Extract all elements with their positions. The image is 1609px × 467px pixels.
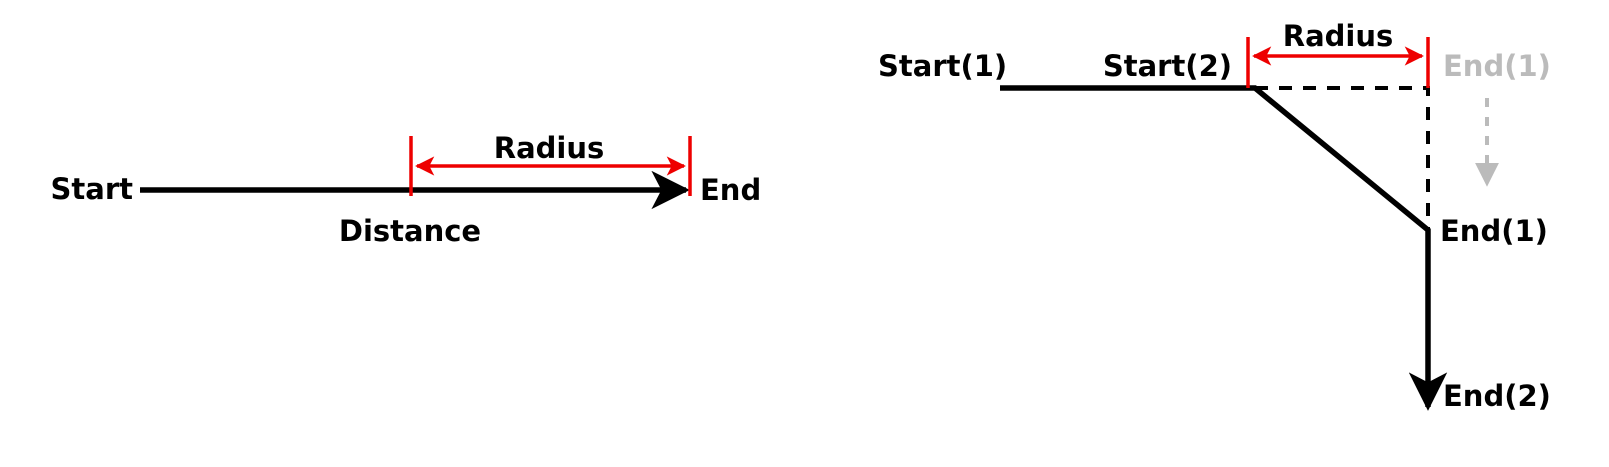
distance-label: Distance xyxy=(339,214,481,248)
radius-label-left-panel: Radius xyxy=(494,131,605,165)
end-1-label: End(1) xyxy=(1440,214,1548,248)
radius-label-right-panel: Radius xyxy=(1283,19,1394,53)
panel-two-segment-corner: Start(1) Start(2) Radius End(1) End(1) E… xyxy=(878,19,1551,413)
end-2-label: End(2) xyxy=(1443,379,1551,413)
end-label: End xyxy=(700,173,761,207)
path-solid xyxy=(1000,85,1448,411)
start-label: Start xyxy=(51,172,134,206)
end-1-ghost-label: End(1) xyxy=(1443,49,1551,83)
start-2-label: Start(2) xyxy=(1103,49,1232,83)
panel-single-segment: Start End Distance Radius xyxy=(51,131,762,248)
start-1-label: Start(1) xyxy=(878,49,1007,83)
